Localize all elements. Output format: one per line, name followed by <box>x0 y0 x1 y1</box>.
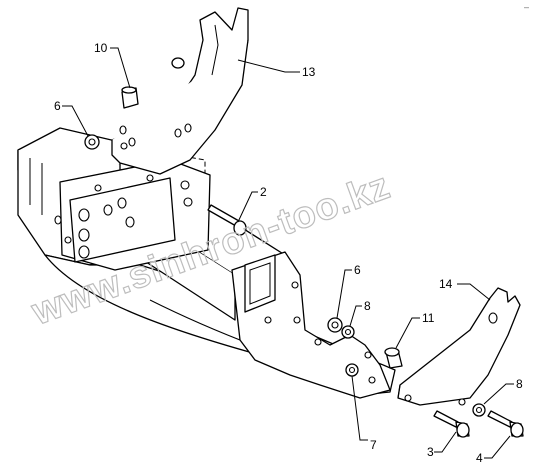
spacer-part-11 <box>384 347 403 369</box>
spacer-part-10 <box>121 57 185 109</box>
washer-part-8-lower <box>472 403 486 417</box>
callout-7: 7 <box>370 438 377 452</box>
bolt-part-3 <box>433 410 470 438</box>
bracket-part-14 <box>397 287 521 406</box>
callout-4: 4 <box>476 451 483 465</box>
callout-10: 10 <box>94 41 108 55</box>
bolt-part-4 <box>487 410 524 438</box>
callout-14: 14 <box>439 277 453 291</box>
callout-3: 3 <box>427 445 434 459</box>
nut-part-6-right <box>327 317 343 333</box>
callout-2: 2 <box>260 185 267 199</box>
washer-part-7 <box>345 363 359 377</box>
nut-part-6-upper <box>84 134 100 150</box>
callout-labels: 10 13 6 2 6 8 14 11 8 7 3 4 <box>54 41 523 465</box>
callout-11: 11 <box>422 311 435 325</box>
callout-8-right: 8 <box>364 299 371 313</box>
corner-mark: – <box>524 2 529 12</box>
callout-6-upper: 6 <box>54 99 61 113</box>
callout-8-lower: 8 <box>516 377 523 391</box>
washer-part-8-right <box>341 325 355 339</box>
callout-6-right: 6 <box>354 263 361 277</box>
upper-arm-part-13 <box>111 7 249 175</box>
main-frame <box>17 127 396 399</box>
leader-lines <box>62 47 514 459</box>
callout-13: 13 <box>302 65 316 79</box>
